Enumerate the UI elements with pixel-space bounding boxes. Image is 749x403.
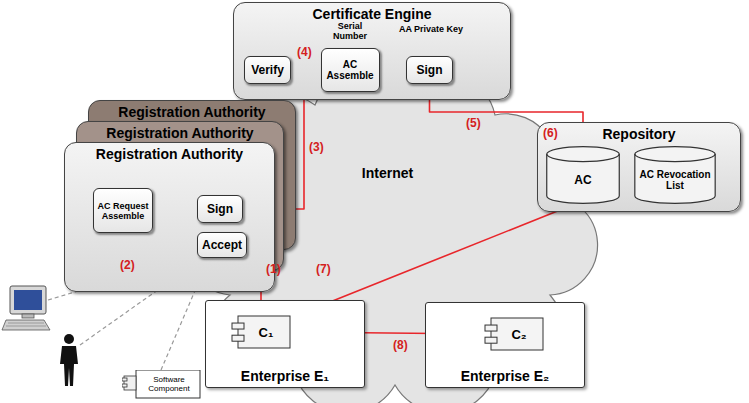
node-text: Enterprise E₁ xyxy=(241,368,329,384)
software-component: Software Component xyxy=(122,370,200,398)
callout-number: (1) xyxy=(266,262,281,276)
database-cylinder: AC xyxy=(546,146,620,204)
enterprise-box: Enterprise E₂ C₂ xyxy=(425,302,585,388)
callout-number: (5) xyxy=(466,116,481,130)
node-text: Enterprise E₂ xyxy=(461,368,550,384)
callout-number: (7) xyxy=(316,262,331,276)
input-label: Serial Number xyxy=(322,21,378,41)
process-box: Sign xyxy=(197,195,243,223)
node-text: C₁ xyxy=(259,325,274,340)
repository-panel: RepositoryAC AC Revocation List xyxy=(537,122,741,212)
component-box: C₁ xyxy=(232,316,290,348)
callout-number: (2) xyxy=(120,258,135,272)
node-text: Registration Authority xyxy=(65,146,274,163)
node-text: AC Revocation List xyxy=(638,169,712,191)
node-text: AC xyxy=(550,174,616,187)
process-box: Sign xyxy=(406,56,453,84)
database-cylinder: AC Revocation List xyxy=(634,146,716,204)
node-text: Accept xyxy=(201,239,243,252)
enterprise-box: Enterprise E₁ C₁ xyxy=(205,300,365,388)
authority-panel: Registration Authority AC Request Assembl… xyxy=(64,142,275,292)
process-box: Verify xyxy=(244,56,291,84)
process-box: Accept xyxy=(197,232,247,258)
node-text: Repository xyxy=(538,126,740,143)
node-text: Verify xyxy=(248,64,287,77)
callout-number: (3) xyxy=(309,140,324,154)
node-text: C₂ xyxy=(511,327,526,342)
callout-number: (6) xyxy=(543,126,558,140)
person-icon xyxy=(60,334,78,386)
process-box: AC Assemble xyxy=(321,48,380,92)
callout-number: (4) xyxy=(297,45,312,59)
process-box: AC Request Assemble xyxy=(93,188,153,233)
component-box: C₂ xyxy=(485,318,543,350)
node-text: Sign xyxy=(201,203,239,216)
node-text: Internet xyxy=(362,165,413,181)
engine-panel: Certificate EngineVerify AC Assemble Sign xyxy=(233,2,511,100)
node-text: Registration Authority xyxy=(89,104,295,121)
computer-icon xyxy=(2,286,50,330)
node-text: Software Component xyxy=(140,375,198,393)
node-text: Sign xyxy=(410,64,449,77)
node-text: AC Assemble xyxy=(325,59,376,81)
node-text: AC Request Assemble xyxy=(97,201,149,221)
callout-number: (8) xyxy=(393,338,408,352)
input-label: AA Private Key xyxy=(398,24,464,34)
node-text: Registration Authority xyxy=(77,125,283,142)
node-text: Certificate Engine xyxy=(234,6,510,23)
